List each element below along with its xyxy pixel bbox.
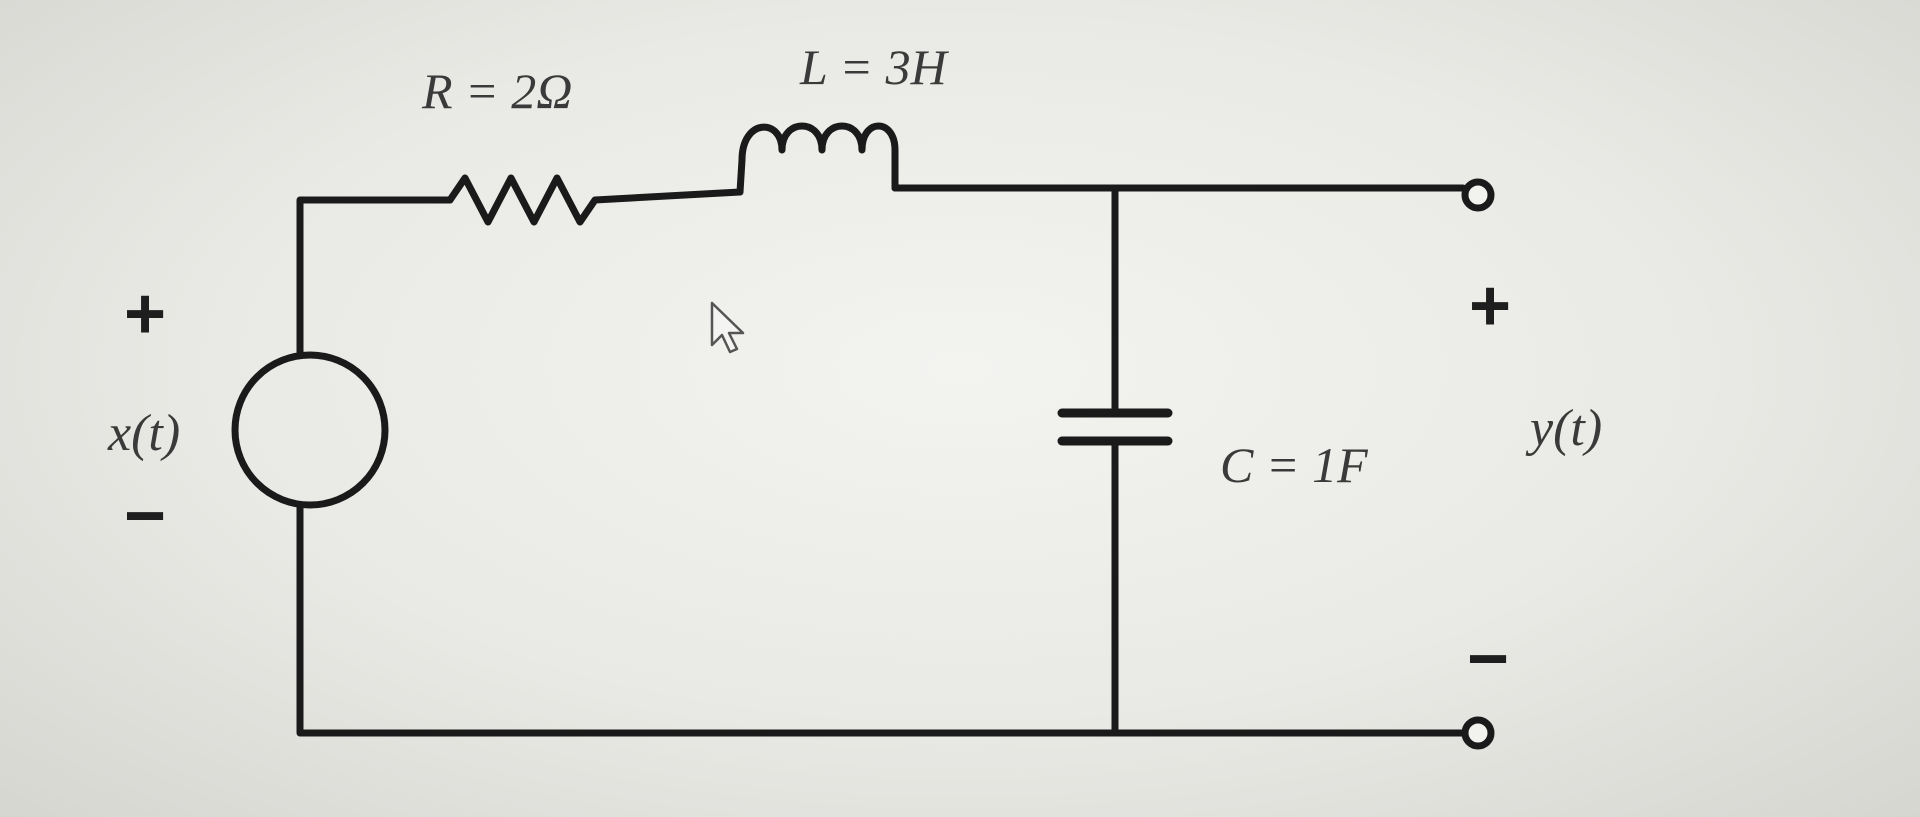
wire-bottom [296, 501, 1467, 737]
resistor-label: R = 2Ω [421, 63, 572, 119]
input-plus-sign: + [124, 274, 166, 354]
wire-top-left [296, 196, 454, 359]
inductor-symbol [736, 122, 899, 196]
output-terminal-bottom [1461, 716, 1495, 750]
capacitor-label: C = 1F [1220, 437, 1368, 493]
output-label: y(t) [1525, 400, 1602, 457]
mouse-pointer-icon [710, 301, 745, 354]
voltage-source-icon [231, 351, 389, 509]
output-plus-sign: + [1469, 266, 1511, 346]
inductor-label: L = 3H [799, 39, 950, 95]
resistor-symbol [446, 174, 744, 226]
input-minus-sign: − [124, 476, 166, 556]
output-terminal-top [1461, 178, 1495, 212]
output-minus-sign: − [1467, 619, 1509, 699]
input-label: x(t) [107, 405, 180, 462]
